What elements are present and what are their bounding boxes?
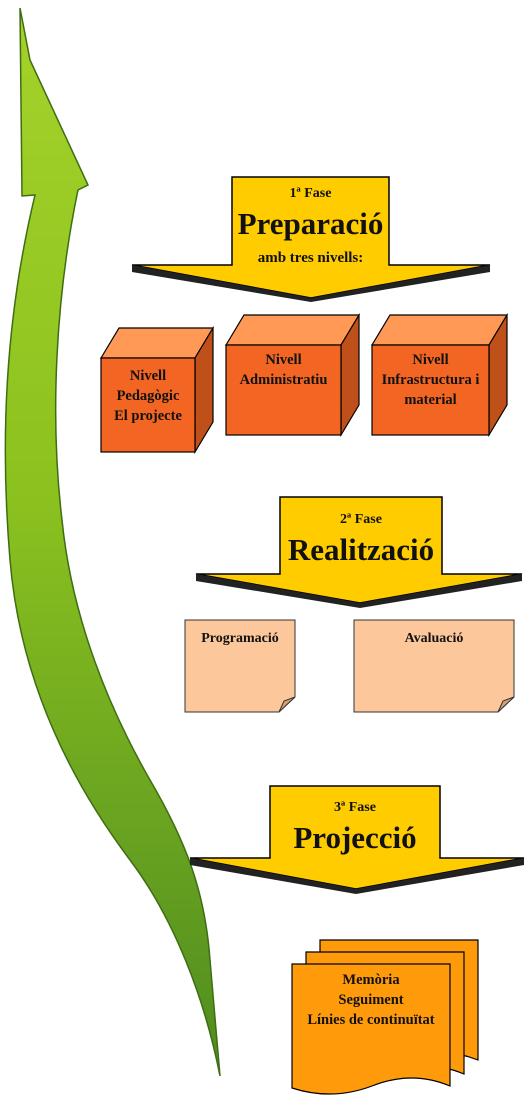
level-box-2-text: Nivell Administratiu bbox=[226, 350, 341, 390]
phase3-label: 3ª Fase bbox=[334, 800, 376, 815]
phase2-label: 2ª Fase bbox=[340, 512, 382, 527]
level-2-line-2: Administratiu bbox=[239, 372, 328, 388]
level-1-line-2: Pedagògic bbox=[116, 388, 180, 404]
documents-line-3: Línies de continuïtat bbox=[307, 1012, 435, 1028]
level-3-line-3: material bbox=[404, 392, 457, 408]
level-1-line-1: Nivell bbox=[129, 368, 167, 384]
phase3-title: Projecció bbox=[293, 820, 417, 855]
documents-stack bbox=[291, 939, 479, 1095]
level-3-line-2: Infrastructura i bbox=[381, 372, 480, 388]
phase1-subtitle: amb tres nivells: bbox=[257, 250, 364, 266]
level-box-1-text: Nivell Pedagògic El projecte bbox=[101, 366, 195, 426]
note-2 bbox=[353, 619, 515, 713]
level-box-3 bbox=[370, 312, 509, 438]
note-1-text: Programació bbox=[201, 631, 279, 646]
note-2-text: Avaluació bbox=[404, 631, 464, 646]
documents-line-2: Seguiment bbox=[338, 992, 404, 1008]
documents-line-1: Memòria bbox=[342, 972, 400, 988]
level-box-1 bbox=[99, 325, 215, 455]
level-2-line-1: Nivell bbox=[265, 352, 302, 368]
documents-text: Memòria Seguiment Línies de continuïtat bbox=[292, 970, 450, 1030]
level-3-line-1: Nivell bbox=[412, 352, 449, 368]
phase1-title: Preparació bbox=[237, 206, 384, 241]
level-box-2 bbox=[224, 312, 361, 438]
level-1-line-3: El projecte bbox=[114, 408, 182, 424]
cycle-arrow bbox=[4, 7, 221, 1077]
note-1 bbox=[184, 619, 296, 713]
level-box-3-text: Nivell Infrastructura i material bbox=[372, 350, 489, 410]
phase1-label: 1ª Fase bbox=[289, 186, 332, 201]
phase2-title: Realització bbox=[287, 532, 435, 567]
